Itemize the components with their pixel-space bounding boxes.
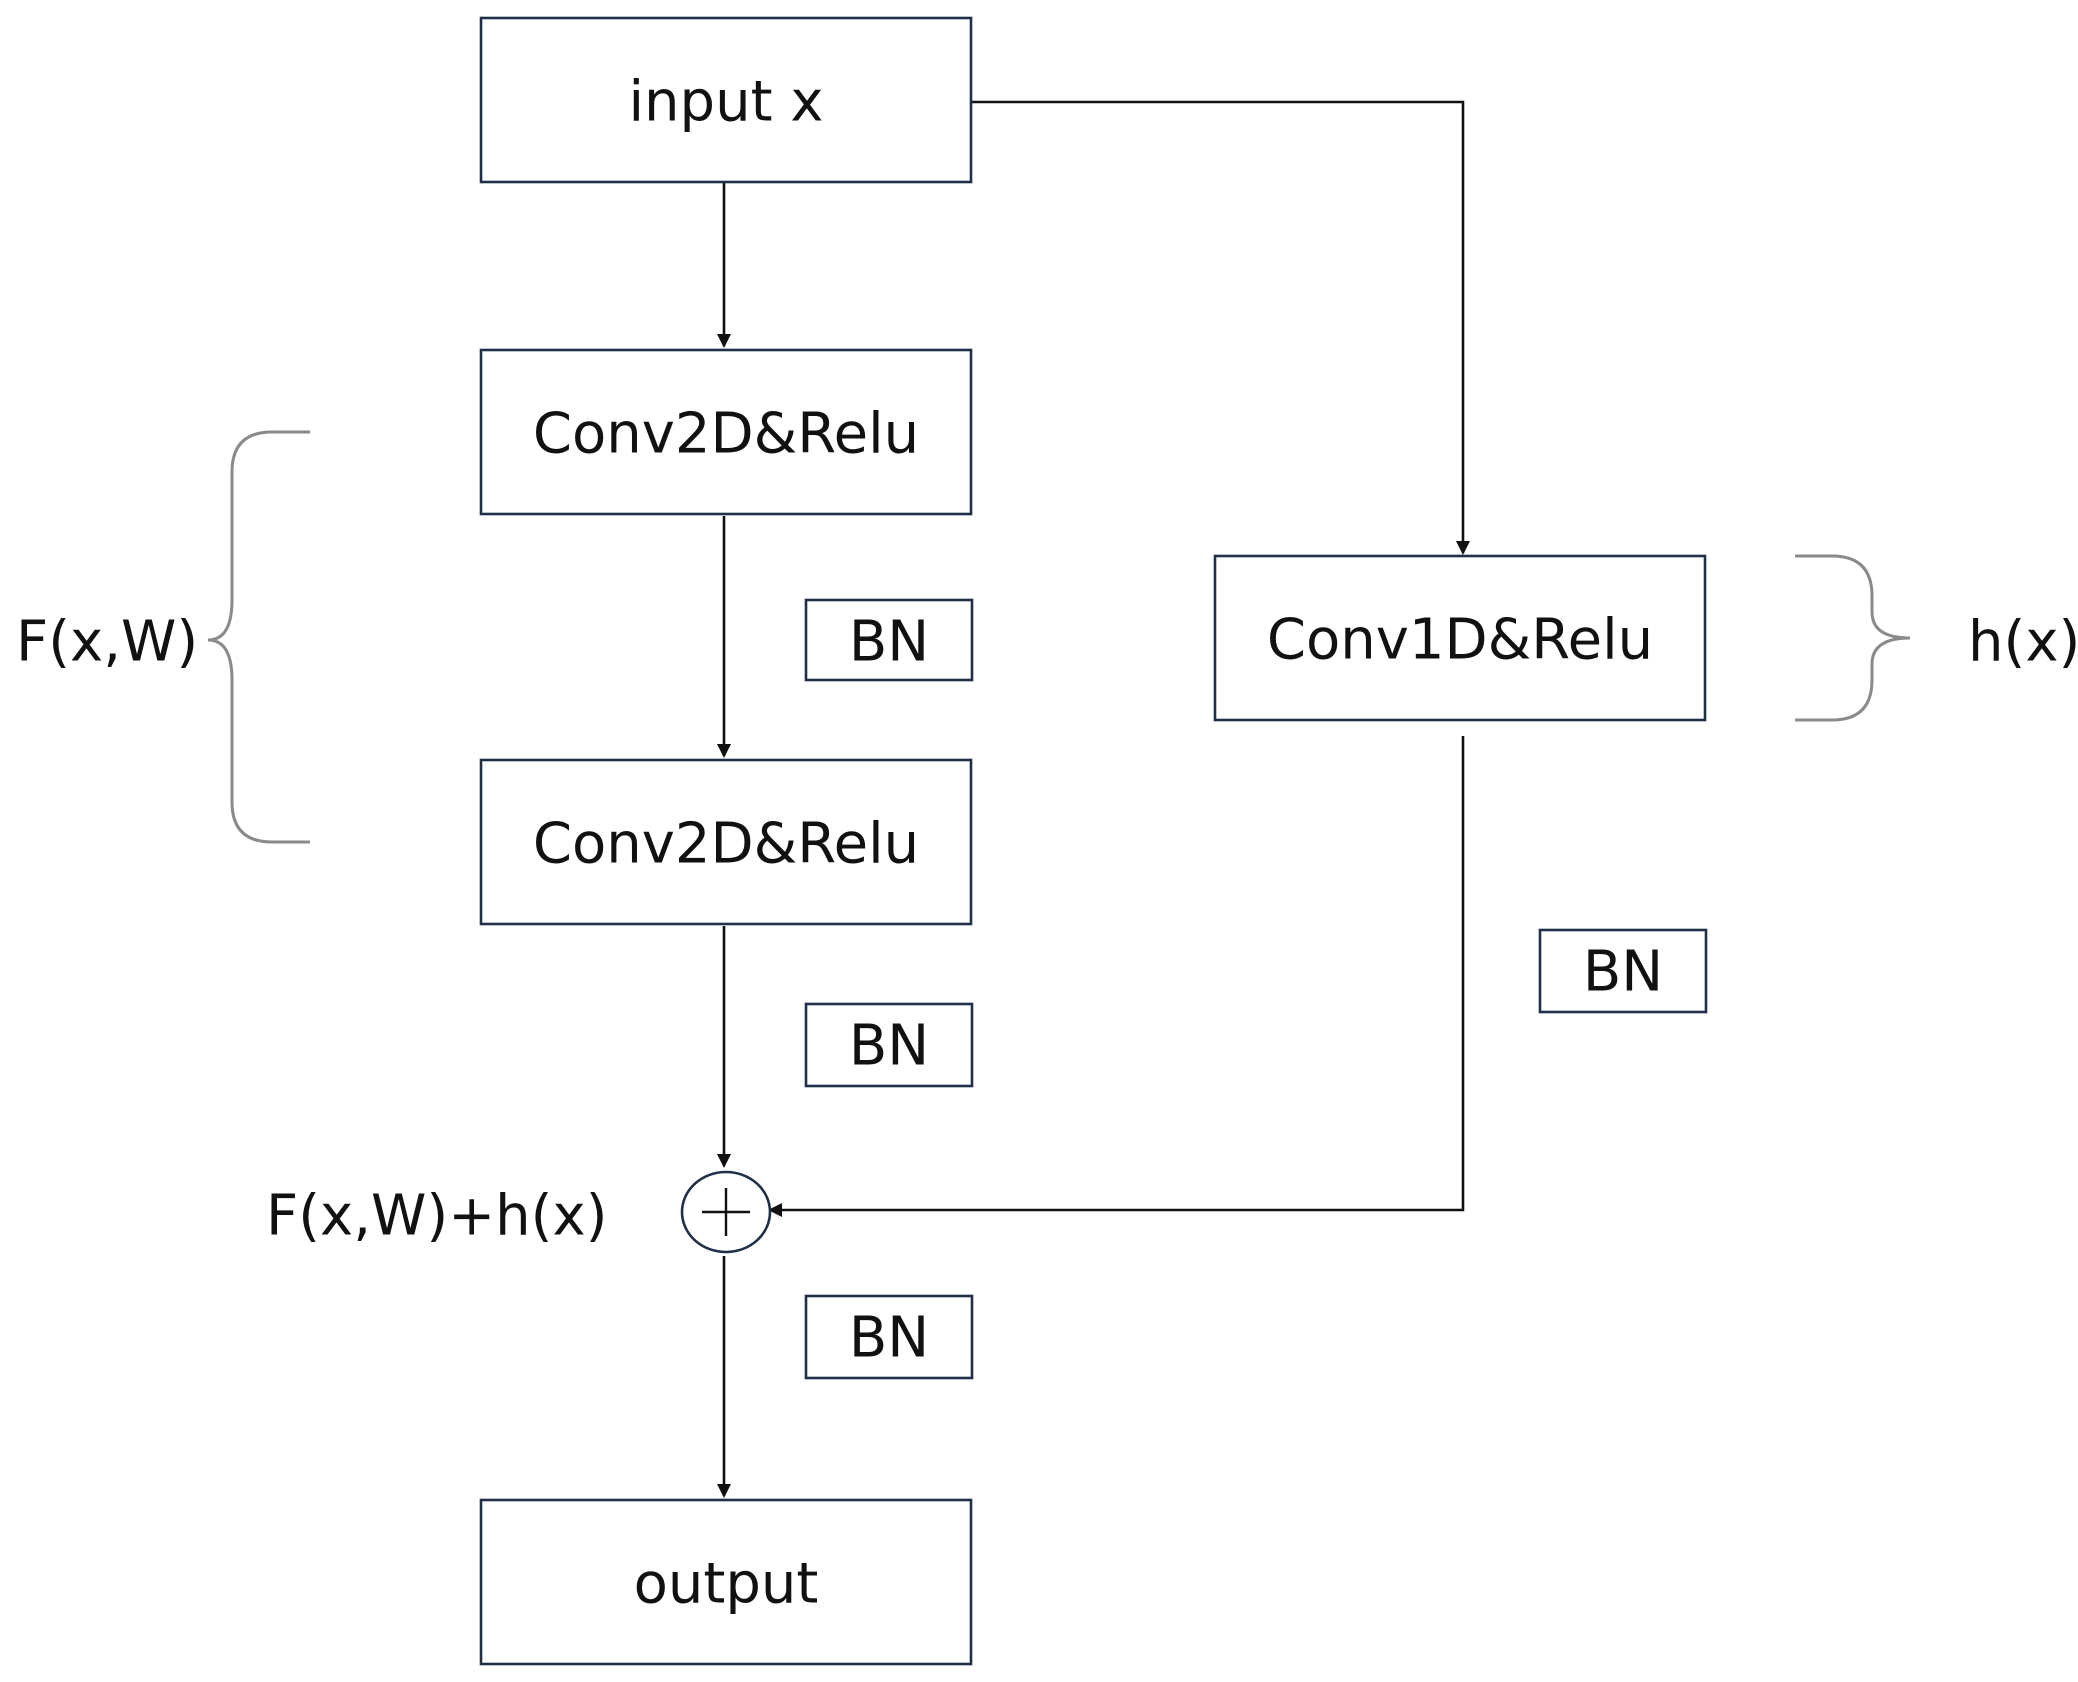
bn-box-shortcut: BN xyxy=(1538,928,1708,1014)
bn-box-after-conv2d-2: BN xyxy=(804,1002,974,1088)
output-label: output xyxy=(634,1552,819,1617)
output-box: output xyxy=(479,1498,973,1666)
conv2d-1-label: Conv2D&Relu xyxy=(533,402,919,467)
bn-label: BN xyxy=(849,1306,929,1371)
shortcut-brace-icon xyxy=(1795,554,1911,722)
residual-brace-icon xyxy=(207,430,310,844)
conv2d-box-1: Conv2D&Relu xyxy=(479,348,973,516)
bn-label: BN xyxy=(1583,940,1663,1005)
arrow-input-to-conv1d xyxy=(971,100,1470,555)
conv2d-box-2: Conv2D&Relu xyxy=(479,758,973,926)
connectors xyxy=(717,100,1470,1498)
residual-function-label: F(x,W) xyxy=(16,610,198,675)
conv1d-label: Conv1D&Relu xyxy=(1267,608,1653,673)
bn-box-after-conv2d-1: BN xyxy=(804,598,974,682)
adder-circle-plus-icon xyxy=(680,1170,772,1254)
bn-box-after-sum: BN xyxy=(804,1294,974,1380)
sum-expression-label: F(x,W)+h(x) xyxy=(266,1184,607,1249)
conv2d-2-label: Conv2D&Relu xyxy=(533,812,919,877)
input-label: input x xyxy=(629,70,824,135)
conv1d-box: Conv1D&Relu xyxy=(1213,554,1707,722)
arrow-conv1d-to-adder xyxy=(768,736,1465,1217)
shortcut-function-label: h(x) xyxy=(1968,610,2078,675)
bn-label: BN xyxy=(849,610,929,675)
input-box: input x xyxy=(479,16,973,184)
bn-label: BN xyxy=(849,1014,929,1079)
